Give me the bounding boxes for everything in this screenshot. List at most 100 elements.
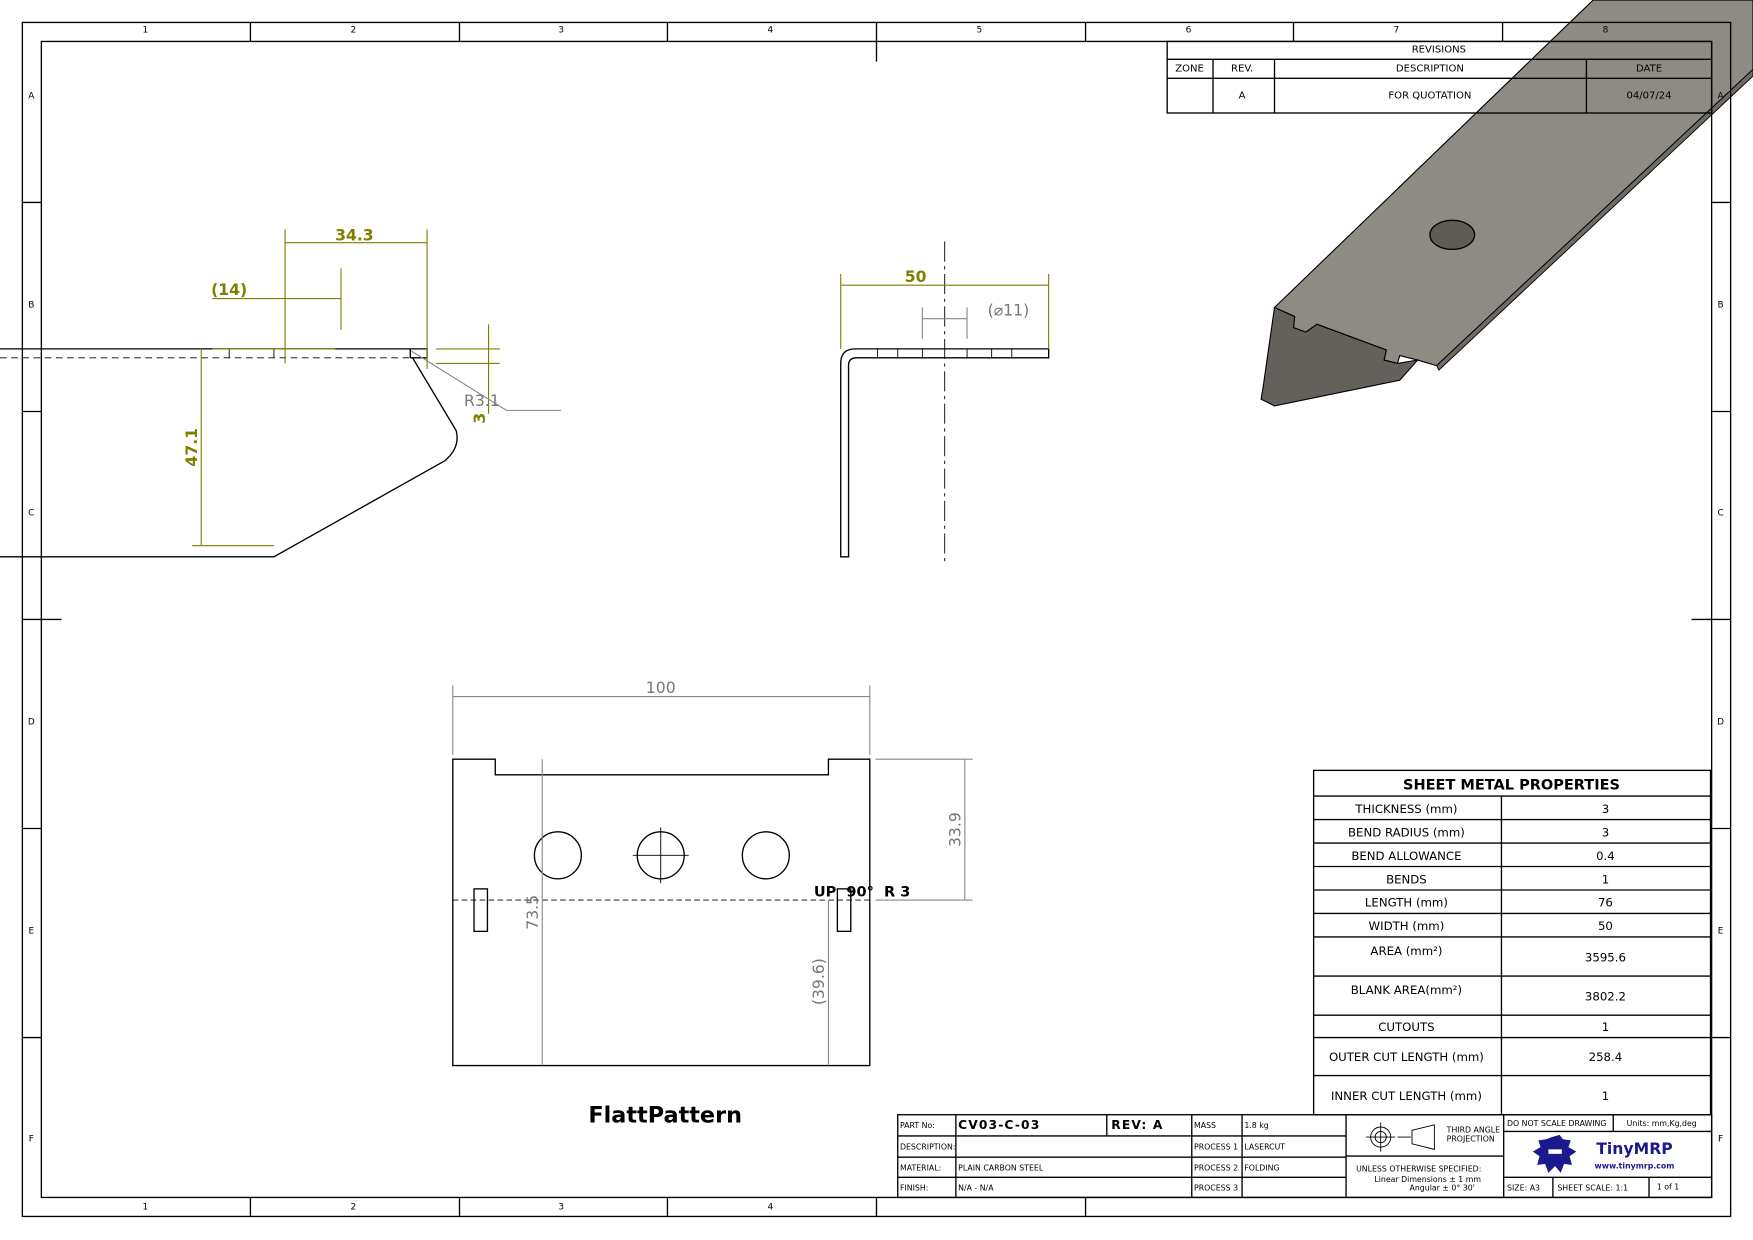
slot-right (836, 888, 852, 933)
drawing-text: BLANK AREA(mm²) (1351, 983, 1462, 997)
drawing-text: 0.4 (1596, 849, 1615, 863)
drawing-text: 2 (350, 25, 356, 35)
title-block: PART No: CV03-C-03 REV: A DESCRIPTION: M… (897, 1114, 1713, 1199)
drawing-text: MASS (1194, 1121, 1216, 1130)
drawing-text: 04/07/24 (1626, 90, 1671, 101)
drawing-line (897, 1114, 1713, 1199)
drawing-line (840, 348, 1050, 558)
drawing-text: 1 (1602, 872, 1609, 886)
drawing-text: (⌀11) (988, 300, 1030, 319)
sheet-metal-properties-table: SHEET METAL PROPERTIES THICKNESS (mm)3 B… (1312, 769, 1712, 1116)
third-angle-projection-icon (1366, 1122, 1435, 1152)
drawing-line (452, 685, 973, 1066)
drawing-line (0, 348, 428, 359)
side-view: 34.3 (14) 47.1 3 R3.1 (0, 225, 562, 558)
drawing-line (0, 357, 458, 558)
drawing-text: 1 (1602, 1089, 1609, 1103)
drawing-text: PROCESS 2 (1194, 1164, 1238, 1173)
drawing-text: B (1718, 301, 1724, 311)
drawing-text: Linear Dimensions ± 1 mm (1374, 1175, 1481, 1184)
drawing-text: WIDTH (mm) (1369, 919, 1445, 933)
drawing-text: 100 (646, 678, 676, 697)
drawing-text: 33.9 (945, 812, 964, 847)
drawing-line (1260, 306, 1420, 407)
drawing-line (22, 201, 62, 1039)
drawing-text: R3.1 (464, 391, 500, 410)
drawing-text: DESCRIPTION (1396, 64, 1464, 75)
drawing-line (228, 348, 275, 358)
tinymrp-logo-icon (1532, 1134, 1577, 1173)
drawing-text: CUTOUTS (1378, 1020, 1434, 1034)
drawing-text: DATE (1636, 64, 1662, 75)
drawing-text: REV. (1231, 64, 1253, 75)
drawing-text: PROCESS 1 (1194, 1142, 1238, 1151)
drawing-text: 47.1 (182, 428, 201, 467)
drawing-text: (39.6) (809, 958, 828, 1005)
drawing-text: 3 (558, 25, 564, 35)
drawing-line (1167, 58, 1712, 113)
drawing-text: FINISH: (900, 1184, 928, 1193)
drawing-line (1366, 1122, 1435, 1152)
drawing-text: 1 of 1 (1657, 1183, 1679, 1192)
drawing-text: 4 (767, 25, 773, 35)
drawing-text: C (28, 508, 34, 518)
drawing-text: ZONE (1175, 64, 1204, 75)
drawing-text: OUTER CUT LENGTH (mm) (1329, 1050, 1484, 1064)
drawing-text: REV: A (1111, 1118, 1163, 1132)
drawing-line (1273, 0, 1753, 367)
drawing-text: 8 (1603, 25, 1609, 35)
drawing-text: PROCESS 3 (1194, 1184, 1238, 1193)
drawing-text: C (1717, 508, 1723, 518)
drawing-text: 3 (470, 413, 489, 424)
drawing-line: REVISIONS ZONE REV. DESCRIPTION DATE A F… (1175, 45, 1671, 102)
drawing-text: F (29, 1135, 34, 1145)
drawing-text: TinyMRP (1596, 1139, 1672, 1158)
drawing-text: 4 (767, 1203, 773, 1213)
drawing-text: CV03-C-03 (958, 1118, 1040, 1132)
drawing-line: THICKNESS (mm)3 BEND RADIUS (mm)3 BEND A… (1329, 802, 1626, 1103)
drawing-text: (14) (211, 280, 247, 299)
drawing-line (921, 307, 968, 339)
drawing-text: 34.3 (335, 225, 374, 244)
drawing-text: BEND RADIUS (mm) (1348, 825, 1465, 839)
drawing-text: 2 (350, 1203, 356, 1213)
drawing-text: LENGTH (mm) (1365, 896, 1448, 910)
drawing-line (897, 1114, 1712, 1198)
drawing-text: DESCRIPTION: (900, 1142, 956, 1151)
drawing-text: www.tinymrp.com (1595, 1161, 1675, 1170)
drawing-text: 76 (1598, 896, 1613, 910)
drawing-text: A (1718, 91, 1725, 101)
drawing-text: PLAIN CARBON STEEL (958, 1164, 1044, 1173)
drawing-text: DO NOT SCALE DRAWING (1507, 1119, 1606, 1128)
drawing-line (1548, 1149, 1562, 1154)
drawing-text: UP 90° R 3 (814, 885, 910, 901)
drawing-text: SHEET METAL PROPERTIES (1403, 777, 1620, 793)
drawing-text: 3 (558, 1203, 564, 1213)
drawing-text: 1.8 kg (1244, 1121, 1268, 1130)
drawing-text: 1 (142, 25, 148, 35)
drawing-line (192, 229, 500, 547)
drawing-text: E (28, 927, 34, 937)
drawing-text: SIZE: A3 (1507, 1184, 1540, 1193)
drawing-text: E (1718, 927, 1724, 937)
drawing-text: 6 (1186, 25, 1192, 35)
slot-left (473, 888, 489, 933)
drawing-line (877, 348, 1013, 358)
drawing-line (1436, 68, 1753, 371)
drawing-text: 3802.2 (1585, 990, 1626, 1004)
drawing-text: 258.4 (1589, 1050, 1623, 1064)
drawing-line (249, 22, 1504, 62)
drawing-text: Units: mm,Kg,deg (1627, 1119, 1697, 1128)
isometric-view (1260, 0, 1753, 407)
drawing-text: BEND ALLOWANCE (1351, 849, 1461, 863)
revisions-table: REVISIONS ZONE REV. DESCRIPTION DATE A F… (1166, 40, 1713, 114)
drawing-line (1313, 795, 1711, 1115)
zone-labels: 1 2 3 4 5 6 7 8 1 2 3 4 A B C D E F A B … (28, 25, 1725, 1212)
drawing-text: N/A - N/A (958, 1184, 994, 1193)
drawing-text: BENDS (1386, 872, 1427, 886)
drawing-line (411, 350, 562, 411)
drawing-text: UNLESS OTHERWISE SPECIFIED: (1356, 1165, 1481, 1174)
drawing-text: 73.5 (523, 895, 542, 930)
drawing-text: AREA (mm²) (1370, 944, 1442, 958)
